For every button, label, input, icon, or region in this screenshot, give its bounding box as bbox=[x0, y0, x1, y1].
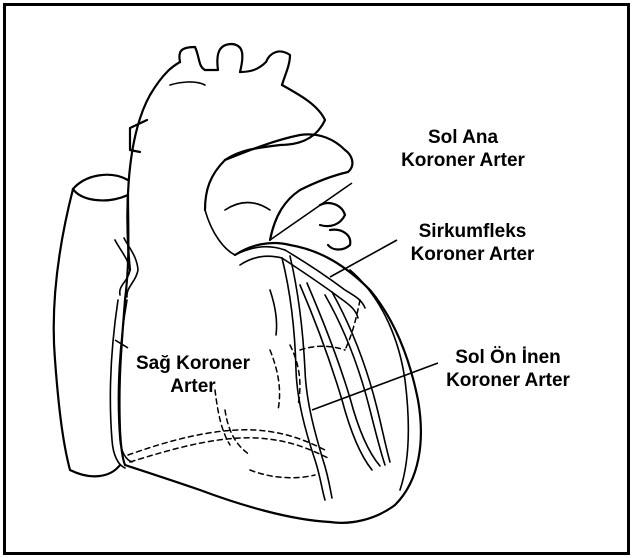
pulmonary-trunk bbox=[205, 134, 352, 255]
label-left-main-coronary: Sol Ana Koroner Arter bbox=[388, 126, 538, 172]
leader-circumflex bbox=[330, 240, 397, 277]
label-lad: Sol Ön İnen Koroner Arter bbox=[428, 346, 588, 392]
label-left-main-line2: Koroner Arter bbox=[388, 149, 538, 172]
label-lad-line1: Sol Ön İnen bbox=[428, 346, 588, 369]
label-circumflex-line1: Sirkumfleks bbox=[390, 220, 555, 243]
right-atrium bbox=[54, 175, 129, 477]
aortic-arch bbox=[127, 44, 325, 270]
label-right-coronary-line1: Sağ Koroner bbox=[123, 352, 263, 375]
label-left-main-line1: Sol Ana bbox=[388, 126, 538, 149]
label-lad-line2: Koroner Arter bbox=[428, 369, 588, 392]
label-circumflex: Sirkumfleks Koroner Arter bbox=[390, 220, 555, 266]
label-circumflex-line2: Koroner Arter bbox=[390, 243, 555, 266]
label-right-coronary-line2: Arter bbox=[123, 375, 263, 398]
label-right-coronary: Sağ Koroner Arter bbox=[123, 352, 263, 398]
